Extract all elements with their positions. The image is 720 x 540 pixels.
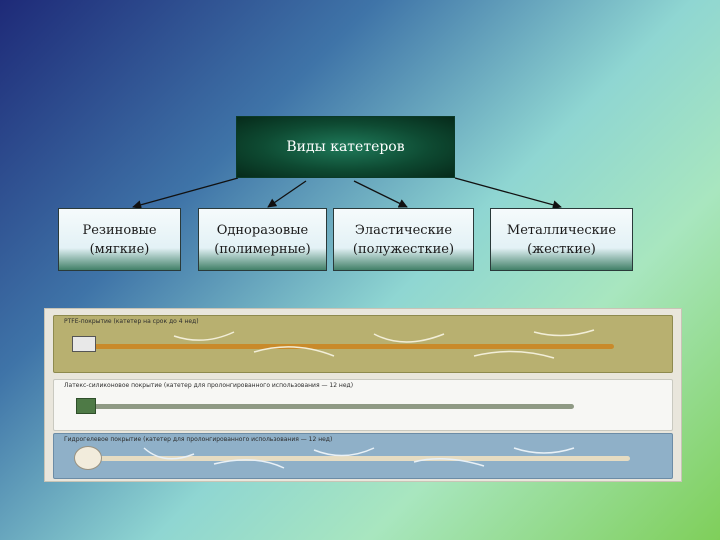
category-rubber-node: Резиновые(мягкие) xyxy=(58,208,181,271)
arrow-to-rubber xyxy=(133,178,238,207)
category-disposable-node: Одноразовые(полимерные) xyxy=(198,208,327,271)
diagram-root-node: Виды катетеров xyxy=(236,116,455,178)
packaging-wrinkles xyxy=(54,434,654,478)
catheter-package-ptfe: PTFE-покрытие (катетер на срок до 4 нед) xyxy=(53,315,673,373)
root-label: Виды катетеров xyxy=(286,138,404,157)
catheter-package-hydrogel: Гидрогелевое покрытие (катетер для проло… xyxy=(53,433,673,479)
packaging-wrinkles xyxy=(54,316,654,372)
category-elastic-node: Эластические(полужесткие) xyxy=(333,208,474,271)
catheter-package-latex-silicone: Латекс-силиконовое покрытие (катетер для… xyxy=(53,379,673,431)
category-rubber-label: Резиновые(мягкие) xyxy=(82,221,156,259)
category-elastic-label: Эластические(полужесткие) xyxy=(353,221,454,259)
arrow-to-disposable xyxy=(268,181,306,207)
connector-cap xyxy=(76,398,96,414)
arrow-to-metal xyxy=(455,178,561,207)
catheter-photo: PTFE-покрытие (катетер на срок до 4 нед)… xyxy=(44,308,682,482)
arrow-to-elastic xyxy=(354,181,407,207)
category-disposable-label: Одноразовые(полимерные) xyxy=(214,221,310,259)
category-metal-label: Металлические(жесткие) xyxy=(507,221,616,259)
category-metal-node: Металлические(жесткие) xyxy=(490,208,633,271)
catheter-tube xyxy=(94,404,574,409)
package-label: Латекс-силиконовое покрытие (катетер для… xyxy=(64,382,353,389)
